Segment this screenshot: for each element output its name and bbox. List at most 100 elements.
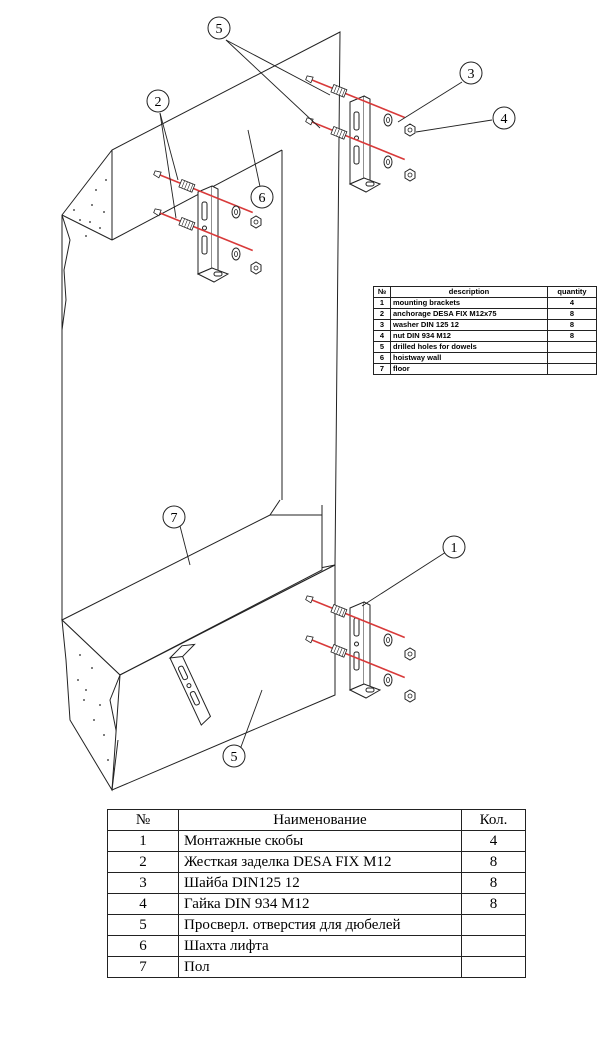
installation-drawing: 5 2 3 4 6 1 7 5 (61, 16, 516, 792)
callout-5-top: 5 (207, 16, 231, 40)
nut-icon (404, 647, 416, 661)
row-no: 2 (373, 308, 391, 320)
row-description: nut DIN 934 M12 (390, 330, 548, 342)
row-description: Просверл. отверстия для дюбелей (178, 914, 462, 936)
row-no: 4 (373, 330, 391, 342)
svg-text:2: 2 (155, 95, 162, 110)
svg-text:7: 7 (171, 511, 178, 526)
row-quantity: 8 (461, 872, 526, 894)
row-no: 5 (373, 341, 391, 353)
row-quantity: 4 (547, 297, 597, 309)
row-quantity (461, 914, 526, 936)
hoistway-wall (61, 31, 341, 621)
row-quantity: 8 (461, 893, 526, 915)
row-quantity: 8 (547, 319, 597, 331)
row-no: 6 (107, 935, 179, 957)
row-no: 4 (107, 893, 179, 915)
row-description: Монтажные скобы (178, 830, 462, 852)
row-quantity (547, 363, 597, 375)
row-no: 3 (373, 319, 391, 331)
row-description: mounting brackets (390, 297, 548, 309)
row-description: Шайба DIN125 12 (178, 872, 462, 894)
nut-icon (250, 215, 262, 229)
nut-icon (404, 689, 416, 703)
nut-icon (404, 123, 416, 137)
row-description: hoistway wall (390, 352, 548, 364)
callout-2: 2 (146, 89, 170, 113)
legend-header-row: № description quantity (373, 286, 597, 298)
row-quantity: 8 (461, 851, 526, 873)
washer-icon (231, 247, 241, 261)
row-description: Пол (178, 956, 462, 978)
row-description: Шахта лифта (178, 935, 462, 957)
legend-header-row: № Наименование Кол. (107, 809, 526, 831)
concrete-hatch-icon (73, 179, 107, 237)
washer-icon (383, 155, 393, 169)
row-quantity (461, 935, 526, 957)
header-no: № (107, 809, 179, 831)
row-no: 2 (107, 851, 179, 873)
row-description: anchorage DESA FIX M12x75 (390, 308, 548, 320)
svg-text:6: 6 (259, 191, 266, 206)
header-quantity: quantity (547, 286, 597, 298)
washer-icon (231, 205, 241, 219)
row-quantity (461, 956, 526, 978)
header-description: Наименование (178, 809, 462, 831)
washer-icon (383, 673, 393, 687)
washer-icon (383, 113, 393, 127)
header-description: description (390, 286, 548, 298)
callout-5-bottom: 5 (222, 744, 246, 768)
row-no: 1 (373, 297, 391, 309)
floor-slab (61, 499, 336, 792)
callout-7: 7 (162, 505, 186, 529)
svg-text:4: 4 (501, 112, 508, 127)
row-no: 7 (373, 363, 391, 375)
row-quantity: 8 (547, 308, 597, 320)
callout-3: 3 (459, 61, 483, 85)
row-quantity: 8 (547, 330, 597, 342)
washer-icon (383, 633, 393, 647)
row-description: Гайка DIN 934 M12 (178, 893, 462, 915)
concrete-hatch-icon (77, 654, 109, 761)
nut-icon (404, 168, 416, 182)
row-description: drilled holes for dowels (390, 341, 548, 353)
row-no: 5 (107, 914, 179, 936)
leader-lines (159, 39, 493, 756)
row-description: Жесткая заделка DESA FIX M12 (178, 851, 462, 873)
row-description: floor (390, 363, 548, 375)
bracket-icon (168, 643, 212, 726)
row-description: washer DIN 125 12 (390, 319, 548, 331)
nut-icon (250, 261, 262, 275)
svg-text:5: 5 (231, 750, 238, 765)
callout-6: 6 (250, 185, 274, 209)
callout-4: 4 (492, 106, 516, 130)
header-no: № (373, 286, 391, 298)
callout-1: 1 (442, 535, 466, 559)
row-quantity (547, 341, 597, 353)
row-quantity: 4 (461, 830, 526, 852)
row-no: 3 (107, 872, 179, 894)
row-no: 7 (107, 956, 179, 978)
svg-text:5: 5 (216, 22, 223, 37)
row-no: 1 (107, 830, 179, 852)
svg-text:1: 1 (451, 541, 458, 556)
header-quantity: Кол. (461, 809, 526, 831)
row-quantity (547, 352, 597, 364)
row-no: 6 (373, 352, 391, 364)
